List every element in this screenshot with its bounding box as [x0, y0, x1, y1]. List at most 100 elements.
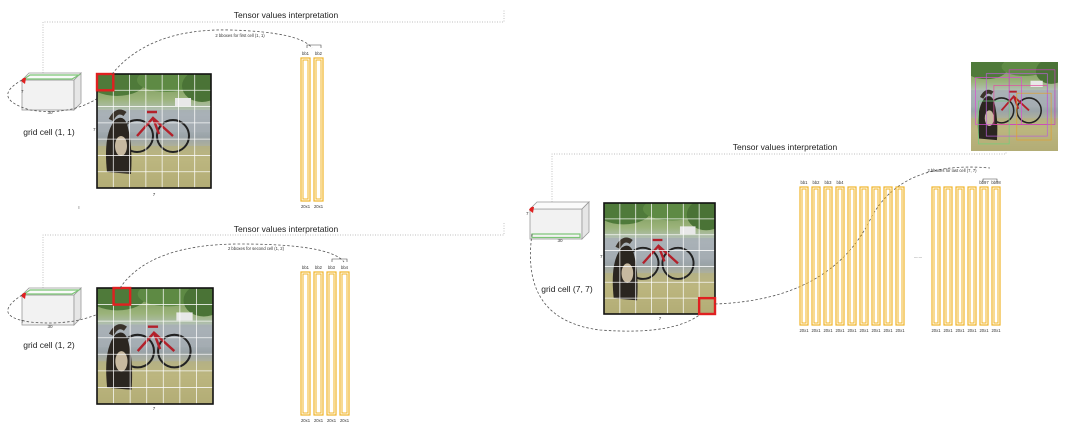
vector-size-label: 20x1 [979, 328, 989, 333]
panel-title: Tensor values interpretation [234, 224, 339, 234]
grid-cell-label: grid cell (7, 7) [541, 284, 593, 294]
vector-bar-outer [835, 186, 845, 326]
vector-size-label: 20x1 [327, 418, 337, 423]
tensor-front-face [21, 79, 75, 111]
detection-box [1016, 92, 1052, 141]
vector-bar-inner [837, 188, 843, 324]
vector-bar-outer [313, 271, 324, 416]
tensor-dim-grid: 7 [526, 211, 529, 216]
vector-size-label: 20x1 [835, 328, 845, 333]
vector-size-label: 20x1 [847, 328, 857, 333]
vector-bar-outer [859, 186, 869, 326]
vector-bar-inner [897, 188, 903, 324]
vector-bar-outer [871, 186, 881, 326]
tensor-dim-depth: 30 [47, 324, 53, 329]
vector-bar-inner [993, 188, 999, 324]
vector-bar-inner [315, 59, 322, 200]
photo-content [596, 197, 726, 314]
vector-label: bb98 [991, 180, 1001, 185]
vector-bar-outer [823, 186, 833, 326]
tensor-side-face [73, 72, 82, 111]
vector-label: bb1 [801, 180, 809, 185]
vector-bar-outer [979, 186, 989, 326]
bbox-note: 2 bboxes for first cell (1, 1) [215, 33, 265, 38]
panel-title: Tensor values interpretation [234, 10, 339, 20]
vector-bar-outer [300, 271, 311, 416]
image-dim-left: 7 [93, 127, 96, 132]
image-dim-bottom: 7 [153, 406, 156, 411]
vector-size-label: 20x1 [799, 328, 809, 333]
vector-bar-outer [943, 186, 953, 326]
vector-label: bb97 [979, 180, 989, 185]
vector-bar-outer [811, 186, 821, 326]
tensor-green-strip [22, 74, 82, 80]
vector-bar-inner [302, 59, 309, 200]
vector-size-label: 20x1 [823, 328, 833, 333]
vector-bar-inner [873, 188, 879, 324]
vector-size-label: 20x1 [301, 204, 311, 209]
grid-border [603, 202, 716, 315]
tensor-side-face [73, 287, 82, 326]
highlighted-grid-cell [95, 72, 115, 92]
panel-cell-1-2: Tensor values interpretation 7 30 grid cell… [7, 222, 505, 423]
bbox-note: 2 bboxes for last cell (7, 7) [927, 168, 977, 173]
vector-bar-inner [969, 188, 975, 324]
detection-box [1008, 69, 1056, 125]
photo-content [89, 68, 222, 188]
vector-bar-inner [933, 188, 939, 324]
vector-bar-inner [849, 188, 855, 324]
detection-box [978, 100, 1010, 145]
tensor-dim-grid: 7 [21, 89, 24, 94]
vector-size-label: 20x1 [811, 328, 821, 333]
dashed-connector [111, 29, 313, 75]
grid-border [96, 73, 212, 189]
vector-bar-inner [302, 273, 309, 414]
tensor-dim-depth: 30 [47, 110, 53, 115]
vector-label: bb2 [315, 265, 323, 270]
vector-bar-inner [315, 273, 322, 414]
vector-size-label: 20x1 [967, 328, 977, 333]
vector-bar-inner [825, 188, 831, 324]
vector-bar-outer [931, 186, 941, 326]
image-dim-bottom: 7 [153, 192, 156, 197]
vector-size-label: 20x1 [301, 418, 311, 423]
vector-size-label: 20x1 [943, 328, 953, 333]
tensor-dim-grid: 7 [21, 319, 24, 324]
vector-size-label: 20x1 [859, 328, 869, 333]
vector-bar-inner [328, 273, 335, 414]
vector-bar-outer [955, 186, 965, 326]
vector-label: bb4 [837, 180, 845, 185]
grid-cell-label: grid cell (1, 1) [23, 127, 75, 137]
vector-bar-outer [326, 271, 337, 416]
tensor-front-face [21, 294, 75, 326]
vector-bar-inner [945, 188, 951, 324]
grid-cell-label: grid cell (1, 2) [23, 340, 75, 350]
dotted-bracket [42, 222, 505, 288]
vector-bar-outer [967, 186, 977, 326]
vector-size-label: 20x1 [314, 204, 324, 209]
dashed-loop [7, 294, 99, 324]
tensor-top-face [529, 201, 590, 210]
bbox-bracket [982, 178, 998, 182]
vector-size-label: 20x1 [955, 328, 965, 333]
vector-size-label: 20x1 [895, 328, 905, 333]
tensor-dim-depth: 30 [557, 238, 563, 243]
dashed-connector [714, 166, 991, 305]
panel-title: Tensor values interpretation [733, 142, 838, 152]
vector-label: bb3 [825, 180, 833, 185]
image-dim-bottom: 7 [659, 316, 662, 321]
vector-size-label: 20x1 [883, 328, 893, 333]
dashed-connector [119, 243, 345, 289]
vector-bar-outer [991, 186, 1001, 326]
highlighted-grid-cell [697, 296, 717, 316]
stray-mark: I [78, 205, 79, 210]
vector-label: bb3 [328, 265, 336, 270]
vector-label: bb2 [315, 51, 323, 56]
vector-bar-inner [341, 273, 348, 414]
bbox-note: 2 bboxes for second cell (1, 2) [228, 246, 285, 251]
vector-bar-inner [957, 188, 963, 324]
tensor-side-face [581, 201, 590, 240]
vector-bar-inner [861, 188, 867, 324]
vector-label: bb2 [813, 180, 821, 185]
